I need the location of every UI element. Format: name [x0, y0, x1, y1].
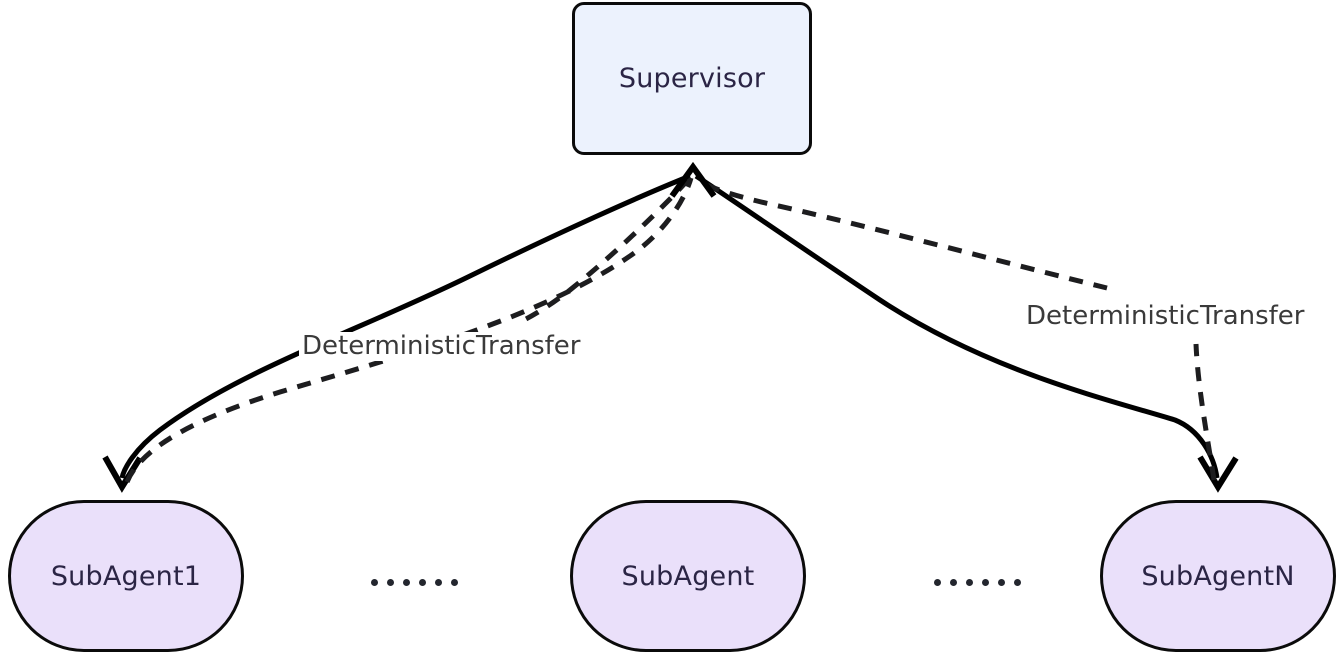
node-supervisor-label: Supervisor	[618, 63, 766, 94]
ellipsis-dot	[435, 579, 442, 586]
ellipsis-dot	[934, 579, 941, 586]
ellipsis-dot	[451, 579, 458, 586]
node-subagent-mid[interactable]: SubAgent	[570, 500, 806, 652]
node-subagentn-label: SubAgentN	[1141, 560, 1295, 592]
ellipsis-dot	[982, 579, 989, 586]
node-subagent1-label: SubAgent1	[50, 560, 202, 592]
edge-mid-return-dashed	[522, 178, 690, 323]
edge-subagent1-to-supervisor-dashed	[124, 177, 694, 484]
ellipsis-dot	[950, 579, 957, 586]
node-subagent1[interactable]: SubAgent1	[8, 500, 244, 652]
edge-supervisor-to-subagent1-solid	[119, 173, 691, 479]
node-supervisor[interactable]: Supervisor	[572, 2, 812, 155]
node-subagentn[interactable]: SubAgentN	[1100, 500, 1336, 652]
ellipsis-dot	[371, 579, 378, 586]
node-subagent-mid-label: SubAgent	[621, 560, 755, 592]
edge-subagentn-to-supervisor-dashed-upper	[696, 177, 1108, 291]
arrowhead-into-subagentn	[1197, 455, 1239, 493]
edge-label-right-deterministic-transfer: DeterministicTransfer	[1023, 302, 1308, 331]
ellipsis-dot	[966, 579, 973, 586]
edge-label-left-deterministic-transfer: DeterministicTransfer	[299, 332, 584, 361]
edge-subagentn-to-supervisor-dashed	[1193, 343, 1217, 481]
arrowhead-into-subagent1	[102, 455, 143, 493]
ellipsis-left	[371, 579, 458, 586]
ellipsis-dot	[403, 579, 410, 586]
ellipsis-dot	[1014, 579, 1021, 586]
edge-supervisor-to-subagentn-solid	[694, 173, 1220, 479]
ellipsis-dot	[387, 579, 394, 586]
ellipsis-right	[934, 579, 1021, 586]
arrowhead-into-supervisor	[669, 161, 717, 198]
ellipsis-dot	[419, 579, 426, 586]
ellipsis-dot	[998, 579, 1005, 586]
